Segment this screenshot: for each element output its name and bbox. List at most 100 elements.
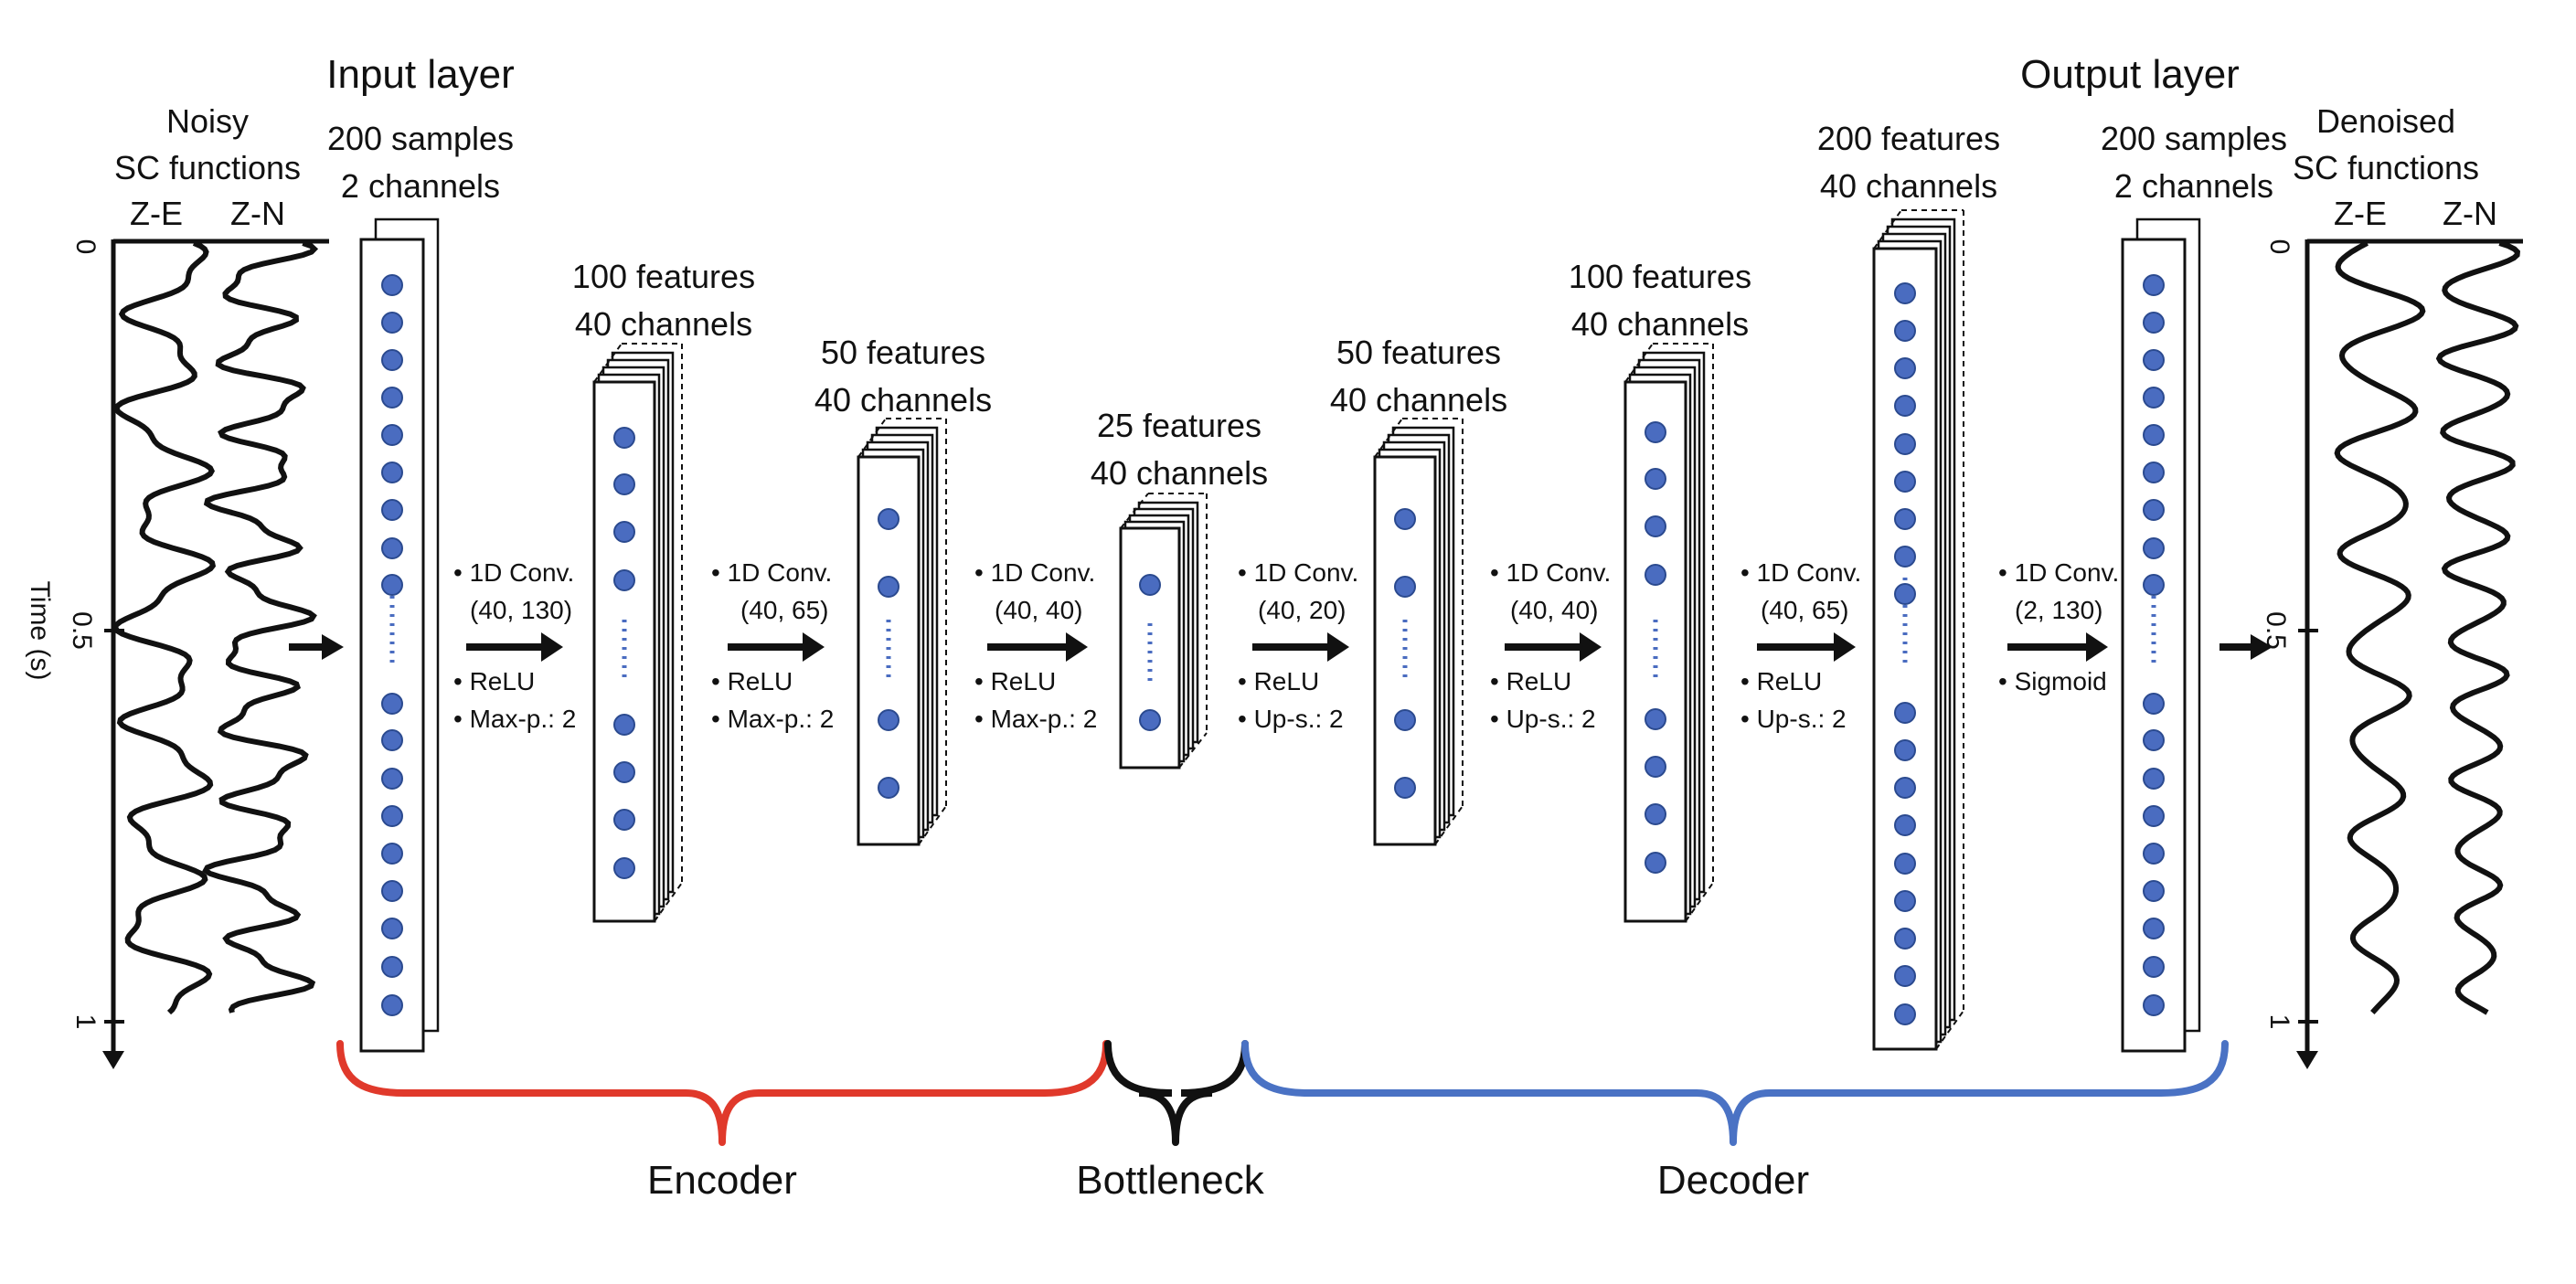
operation-arrows (466, 632, 2108, 662)
layer-block-6-node-15 (1894, 928, 1916, 950)
layer-block-1-node-0 (613, 427, 635, 449)
input-arrow (289, 634, 344, 660)
layer-block-0-node-10 (381, 729, 403, 751)
layer-block-7-node-6 (2143, 499, 2165, 521)
layer-block-1-front (592, 380, 656, 923)
op-1-params: (40, 65) (740, 596, 829, 624)
op-2-act: • ReLU (974, 667, 1056, 695)
op-5-act: • ReLU (1740, 667, 1822, 695)
layer-block-7-node-9 (2143, 693, 2165, 715)
layer-6-line1: 200 features (1817, 120, 2000, 157)
op-arrow-6-head (2086, 632, 2108, 662)
op-1-conv: • 1D Conv. (711, 558, 832, 587)
layer-block-7-node-4 (2143, 424, 2165, 446)
op-5-pool: • Up-s.: 2 (1740, 705, 1847, 733)
layer-block-4 (1373, 418, 1464, 846)
layer-1-line1: 100 features (572, 258, 755, 295)
layer-4-line1: 50 features (1336, 334, 1501, 371)
layer-block-0-node-0 (381, 274, 403, 296)
op-3-conv: • 1D Conv. (1238, 558, 1358, 587)
op-arrow-2 (987, 632, 1088, 662)
layer-block-6-node-9 (1894, 702, 1916, 724)
layer-2-line2: 40 channels (814, 381, 992, 419)
operation-labels: • 1D Conv. (40, 130) • ReLU • Max-p.: 2 … (453, 558, 2119, 733)
op-arrow-5 (1757, 632, 1856, 662)
input-layer-header: Input layer (326, 52, 514, 97)
layer-block-4-node-0 (1394, 508, 1416, 530)
layer-3-line1: 25 features (1097, 407, 1261, 444)
output-arrow (2219, 634, 2273, 660)
layer-5-line1: 100 features (1569, 258, 1751, 295)
layer-block-0-node-7 (381, 537, 403, 559)
layer-7-line1: 200 samples (2101, 120, 2287, 157)
op-0-act: • ReLU (453, 667, 535, 695)
layer-block-1-node-2 (613, 521, 635, 543)
left-time-axis: 0 0.5 1 Time (s) (25, 239, 329, 1069)
op-5-params: (40, 65) (1761, 596, 1849, 624)
layer-block-2-node-1 (878, 576, 899, 598)
layer-block-3-depth-edge-bottom (1178, 732, 1208, 769)
layer-block-1-node-7 (613, 857, 635, 879)
layer-block-5-node-1 (1645, 468, 1666, 490)
layer-block-0-front (359, 238, 425, 1053)
op-arrow-0-head (541, 632, 563, 662)
op-4-pool: • Up-s.: 2 (1490, 705, 1596, 733)
op-arrow-4 (1505, 632, 1602, 662)
op-2-params: (40, 40) (995, 596, 1083, 624)
layer-block-1-node-6 (613, 809, 635, 831)
layer-block-7-node-12 (2143, 805, 2165, 827)
layer-block-1-node-5 (613, 761, 635, 783)
op-arrow-2-head (1066, 632, 1088, 662)
layer-6-line2: 40 channels (1820, 167, 1997, 205)
layer-blocks (359, 209, 2201, 1053)
op-6-act: • Sigmoid (1998, 667, 2107, 695)
layer-block-6-node-12 (1894, 814, 1916, 836)
layer-block-7-node-17 (2143, 994, 2165, 1016)
encoder-label: Encoder (647, 1158, 797, 1203)
layer-block-5-node-2 (1645, 515, 1666, 537)
layer-block-1-depth-edge-top (593, 343, 623, 383)
layer-block-6-depth-edge-top (1873, 209, 1902, 249)
layer-block-0-node-13 (381, 843, 403, 865)
layer-block-3-node-1 (1139, 709, 1161, 731)
layer-block-7-node-5 (2143, 462, 2165, 483)
layer-block-0-node-6 (381, 499, 403, 521)
denoised-title-line1: Denoised (2316, 102, 2455, 140)
right-tick-1: 1 (2264, 1014, 2294, 1030)
layer-block-0-node-15 (381, 918, 403, 939)
layer-block-2-node-2 (878, 709, 899, 731)
layer-block-0 (359, 218, 440, 1053)
layer-block-6-node-14 (1894, 890, 1916, 912)
op-0-conv: • 1D Conv. (453, 558, 574, 587)
op-arrow-1-head (803, 632, 825, 662)
layer-block-3-front (1119, 526, 1181, 769)
layer-block-6-depth-edge-bottom (1935, 1010, 1964, 1050)
denoised-ze-waveform (2334, 240, 2426, 1015)
layer-7-line2: 2 channels (2114, 167, 2273, 205)
op-6-conv: • 1D Conv. (1998, 558, 2119, 587)
layer-block-6-node-6 (1894, 508, 1916, 530)
layer-block-1-depth-edge-bottom (654, 882, 683, 922)
left-tick-0: 0 (70, 239, 101, 255)
encoder-brace (336, 1040, 1110, 1146)
op-1-act: • ReLU (711, 667, 793, 695)
layer-block-0-node-9 (381, 693, 403, 715)
op-arrow-6 (2007, 632, 2108, 662)
denoised-zn-waveform (2435, 240, 2521, 1015)
op-arrow-3-head (1327, 632, 1349, 662)
layer-block-7-node-3 (2143, 387, 2165, 409)
noisy-title-line1: Noisy (166, 102, 249, 140)
layer-block-6-node-17 (1894, 1003, 1916, 1025)
op-2-conv: • 1D Conv. (974, 558, 1095, 587)
layer-block-7-node-14 (2143, 880, 2165, 902)
layer-block-5-node-4 (1645, 708, 1666, 730)
layer-4-line2: 40 channels (1330, 381, 1507, 419)
layer-block-5-front (1623, 380, 1687, 923)
op-arrow-4-head (1580, 632, 1602, 662)
denoised-col-ze: Z-E (2334, 195, 2387, 232)
op-0-pool: • Max-p.: 2 (453, 705, 576, 733)
layer-0-line2: 2 channels (341, 167, 500, 205)
output-layer-header: Output layer (2020, 52, 2240, 97)
layer-block-5-node-5 (1645, 756, 1666, 778)
layer-1-line2: 40 channels (575, 305, 752, 343)
